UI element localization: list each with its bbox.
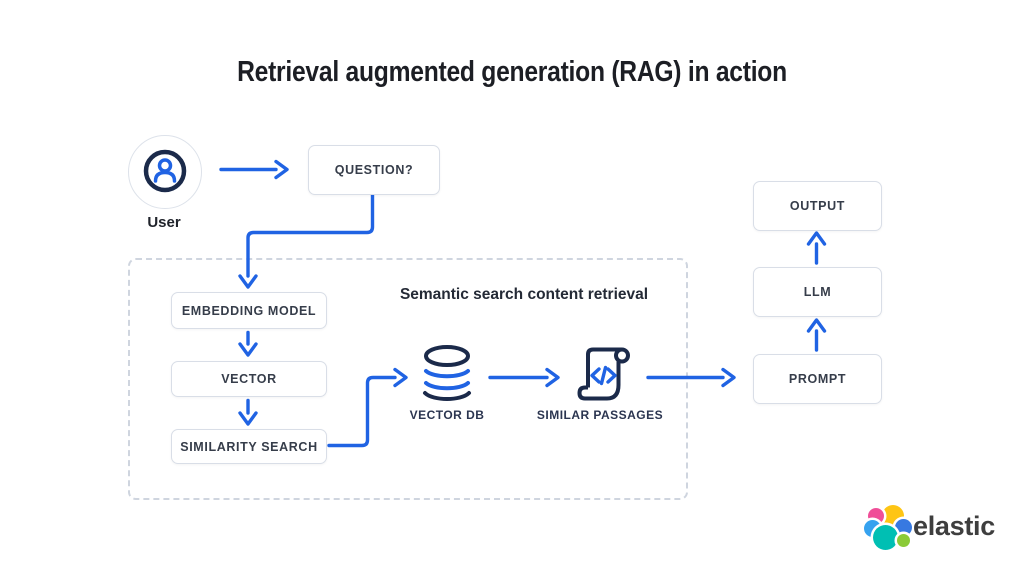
similar-passages-label: SIMILAR PASSAGES xyxy=(536,408,664,422)
user-icon xyxy=(143,149,187,193)
semantic-search-heading: Semantic search content retrieval xyxy=(399,286,649,303)
node-similarity-search: SIMILARITY SEARCH xyxy=(171,429,327,464)
vector-db-icon xyxy=(423,345,471,401)
user-avatar xyxy=(128,135,202,209)
page-title: Retrieval augmented generation (RAG) in … xyxy=(237,56,787,88)
elastic-logo: elastic xyxy=(860,500,1000,556)
vector-db-label: VECTOR DB xyxy=(409,408,485,422)
elastic-logo-icon xyxy=(873,525,898,550)
node-question: QUESTION? xyxy=(308,145,440,195)
elastic-logo-icon xyxy=(897,534,910,547)
node-embedding-model: EMBEDDING MODEL xyxy=(171,292,327,329)
similar-passages-icon xyxy=(577,347,630,401)
node-output: OUTPUT xyxy=(753,181,882,231)
node-vector: VECTOR xyxy=(171,361,327,397)
user-label: User xyxy=(147,214,181,231)
elastic-logo-icon xyxy=(895,519,912,536)
node-llm: LLM xyxy=(753,267,882,317)
node-prompt: PROMPT xyxy=(753,354,882,404)
elastic-wordmark: elastic xyxy=(913,511,995,541)
